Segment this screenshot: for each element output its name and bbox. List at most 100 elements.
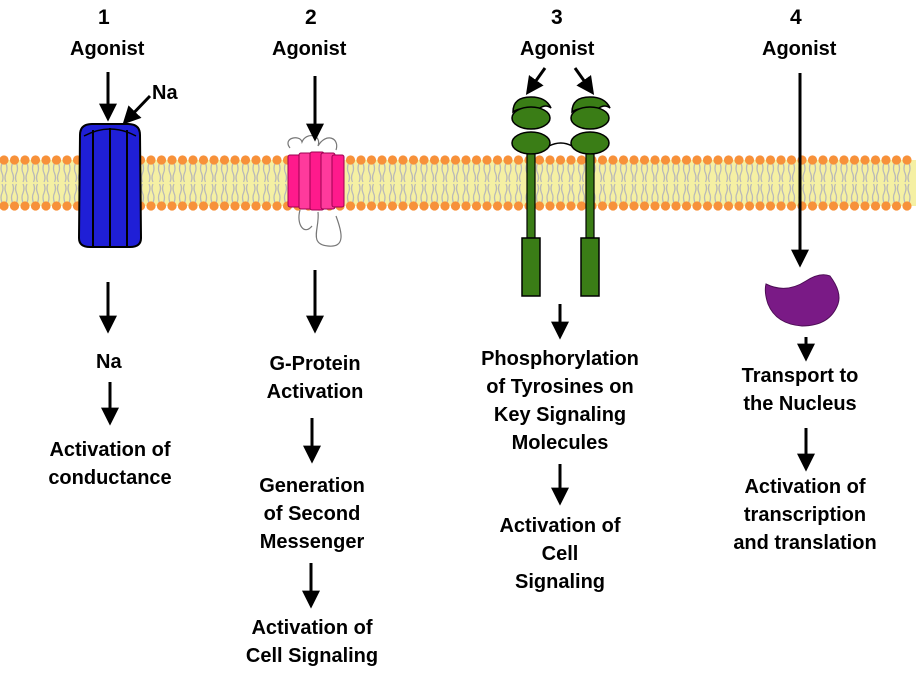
- lipid-head: [272, 201, 282, 211]
- lipid-tail: [718, 183, 722, 204]
- lipid-tail: [476, 183, 481, 204]
- lipid-head: [198, 155, 209, 165]
- lipid-tail: [602, 162, 607, 183]
- lipid-head: [146, 155, 156, 165]
- lipid-head: [765, 201, 776, 211]
- lipid-tail: [203, 162, 208, 183]
- lipid-head: [177, 155, 188, 165]
- lipid-tail: [424, 183, 428, 204]
- lipid-tail: [787, 183, 792, 204]
- lipid-tail: [399, 162, 403, 183]
- lipid-tail: [791, 183, 796, 204]
- lipid-tail: [844, 162, 848, 183]
- lipid-tail: [483, 183, 487, 204]
- lipid-head: [692, 201, 702, 211]
- tyrosine-kinase-receptor: [511, 96, 611, 297]
- lipid-tail: [277, 162, 281, 183]
- lipid-tail: [273, 162, 277, 183]
- lipid-tail: [577, 162, 582, 183]
- lipid-tail: [434, 162, 439, 183]
- lipid-tail: [833, 183, 838, 204]
- lipid-head: [62, 201, 72, 211]
- lipid-tail: [420, 162, 424, 183]
- lipid-head: [650, 201, 660, 211]
- lipid-head: [146, 201, 156, 211]
- lipid-tail: [760, 162, 764, 183]
- lipid-tail: [829, 162, 834, 183]
- lipid-tail: [535, 183, 540, 204]
- lipid-tail: [749, 162, 754, 183]
- lipid-tail: [865, 183, 869, 204]
- lipid-head: [870, 201, 881, 211]
- lipid-tail: [819, 183, 823, 204]
- lipid-head: [555, 155, 566, 165]
- lipid-tail: [235, 183, 239, 204]
- lipid-tail: [462, 183, 466, 204]
- lipid-tail: [451, 162, 456, 183]
- lipid-tail: [220, 183, 225, 204]
- lipid-head: [534, 155, 545, 165]
- column-1-agonist-label: Agonist: [70, 38, 145, 60]
- lipid-tail: [619, 162, 624, 183]
- lipid-head: [513, 155, 524, 165]
- lipid-head: [240, 201, 251, 211]
- lipid-tail: [25, 183, 29, 204]
- lipid-tail: [462, 162, 466, 183]
- lipid-tail: [882, 183, 886, 204]
- lipid-tail: [672, 183, 676, 204]
- lipid-head: [387, 155, 398, 165]
- lipid-tail: [546, 162, 550, 183]
- lipid-head: [723, 201, 734, 211]
- lipid-head: [671, 201, 681, 211]
- lipid-tail: [157, 162, 162, 183]
- lipid-tail: [378, 162, 382, 183]
- lipid-head: [492, 155, 503, 165]
- lipid-tail: [504, 183, 508, 204]
- lipid-tail: [535, 162, 540, 183]
- lipid-head: [849, 155, 860, 165]
- lipid-tail: [14, 162, 19, 183]
- lipid-tail: [766, 162, 771, 183]
- lipid-head: [860, 201, 870, 211]
- lipid-head: [345, 201, 356, 211]
- lipid-head: [419, 201, 429, 211]
- lipid-head: [482, 155, 492, 165]
- lipid-tail: [466, 183, 470, 204]
- lipid-tail: [409, 183, 414, 204]
- lipid-head: [41, 155, 51, 165]
- lipid-head: [450, 155, 461, 165]
- lipid-head: [366, 155, 377, 165]
- lipid-tail: [403, 162, 407, 183]
- column-1-outcome: Activation of conductance: [48, 439, 172, 489]
- lipid-tail: [756, 162, 760, 183]
- lipid-tail: [518, 162, 523, 183]
- lipid-tail: [42, 162, 46, 183]
- lipid-head: [51, 155, 62, 165]
- lipid-tail: [266, 162, 271, 183]
- lipid-tail: [168, 162, 172, 183]
- lipid-head: [440, 155, 450, 165]
- lipid-tail: [357, 183, 361, 204]
- column-3-step-1: Phosphorylation of Tyrosines on Key Sign…: [481, 348, 639, 454]
- lipid-tail: [193, 183, 197, 204]
- lipid-tail: [73, 162, 78, 183]
- lipid-tail: [693, 183, 697, 204]
- lipid-head: [639, 155, 650, 165]
- lipid-head: [440, 201, 450, 211]
- lipid-tail: [151, 162, 155, 183]
- lipid-head: [755, 201, 765, 211]
- lipid-head: [188, 201, 198, 211]
- lipid-head: [713, 201, 723, 211]
- lipid-head: [618, 155, 629, 165]
- lipid-tail: [571, 162, 575, 183]
- lipid-tail: [430, 162, 435, 183]
- column-2-step-1: G-Protein Activation: [266, 353, 364, 403]
- lipid-tail: [487, 162, 491, 183]
- lipid-head: [471, 155, 482, 165]
- lipid-tail: [598, 162, 603, 183]
- lipid-tail: [56, 162, 61, 183]
- column-2-outcome: Activation of Cell Signaling: [245, 617, 379, 667]
- lipid-tail: [567, 162, 571, 183]
- lipid-tail: [560, 162, 565, 183]
- lipid-head: [534, 201, 545, 211]
